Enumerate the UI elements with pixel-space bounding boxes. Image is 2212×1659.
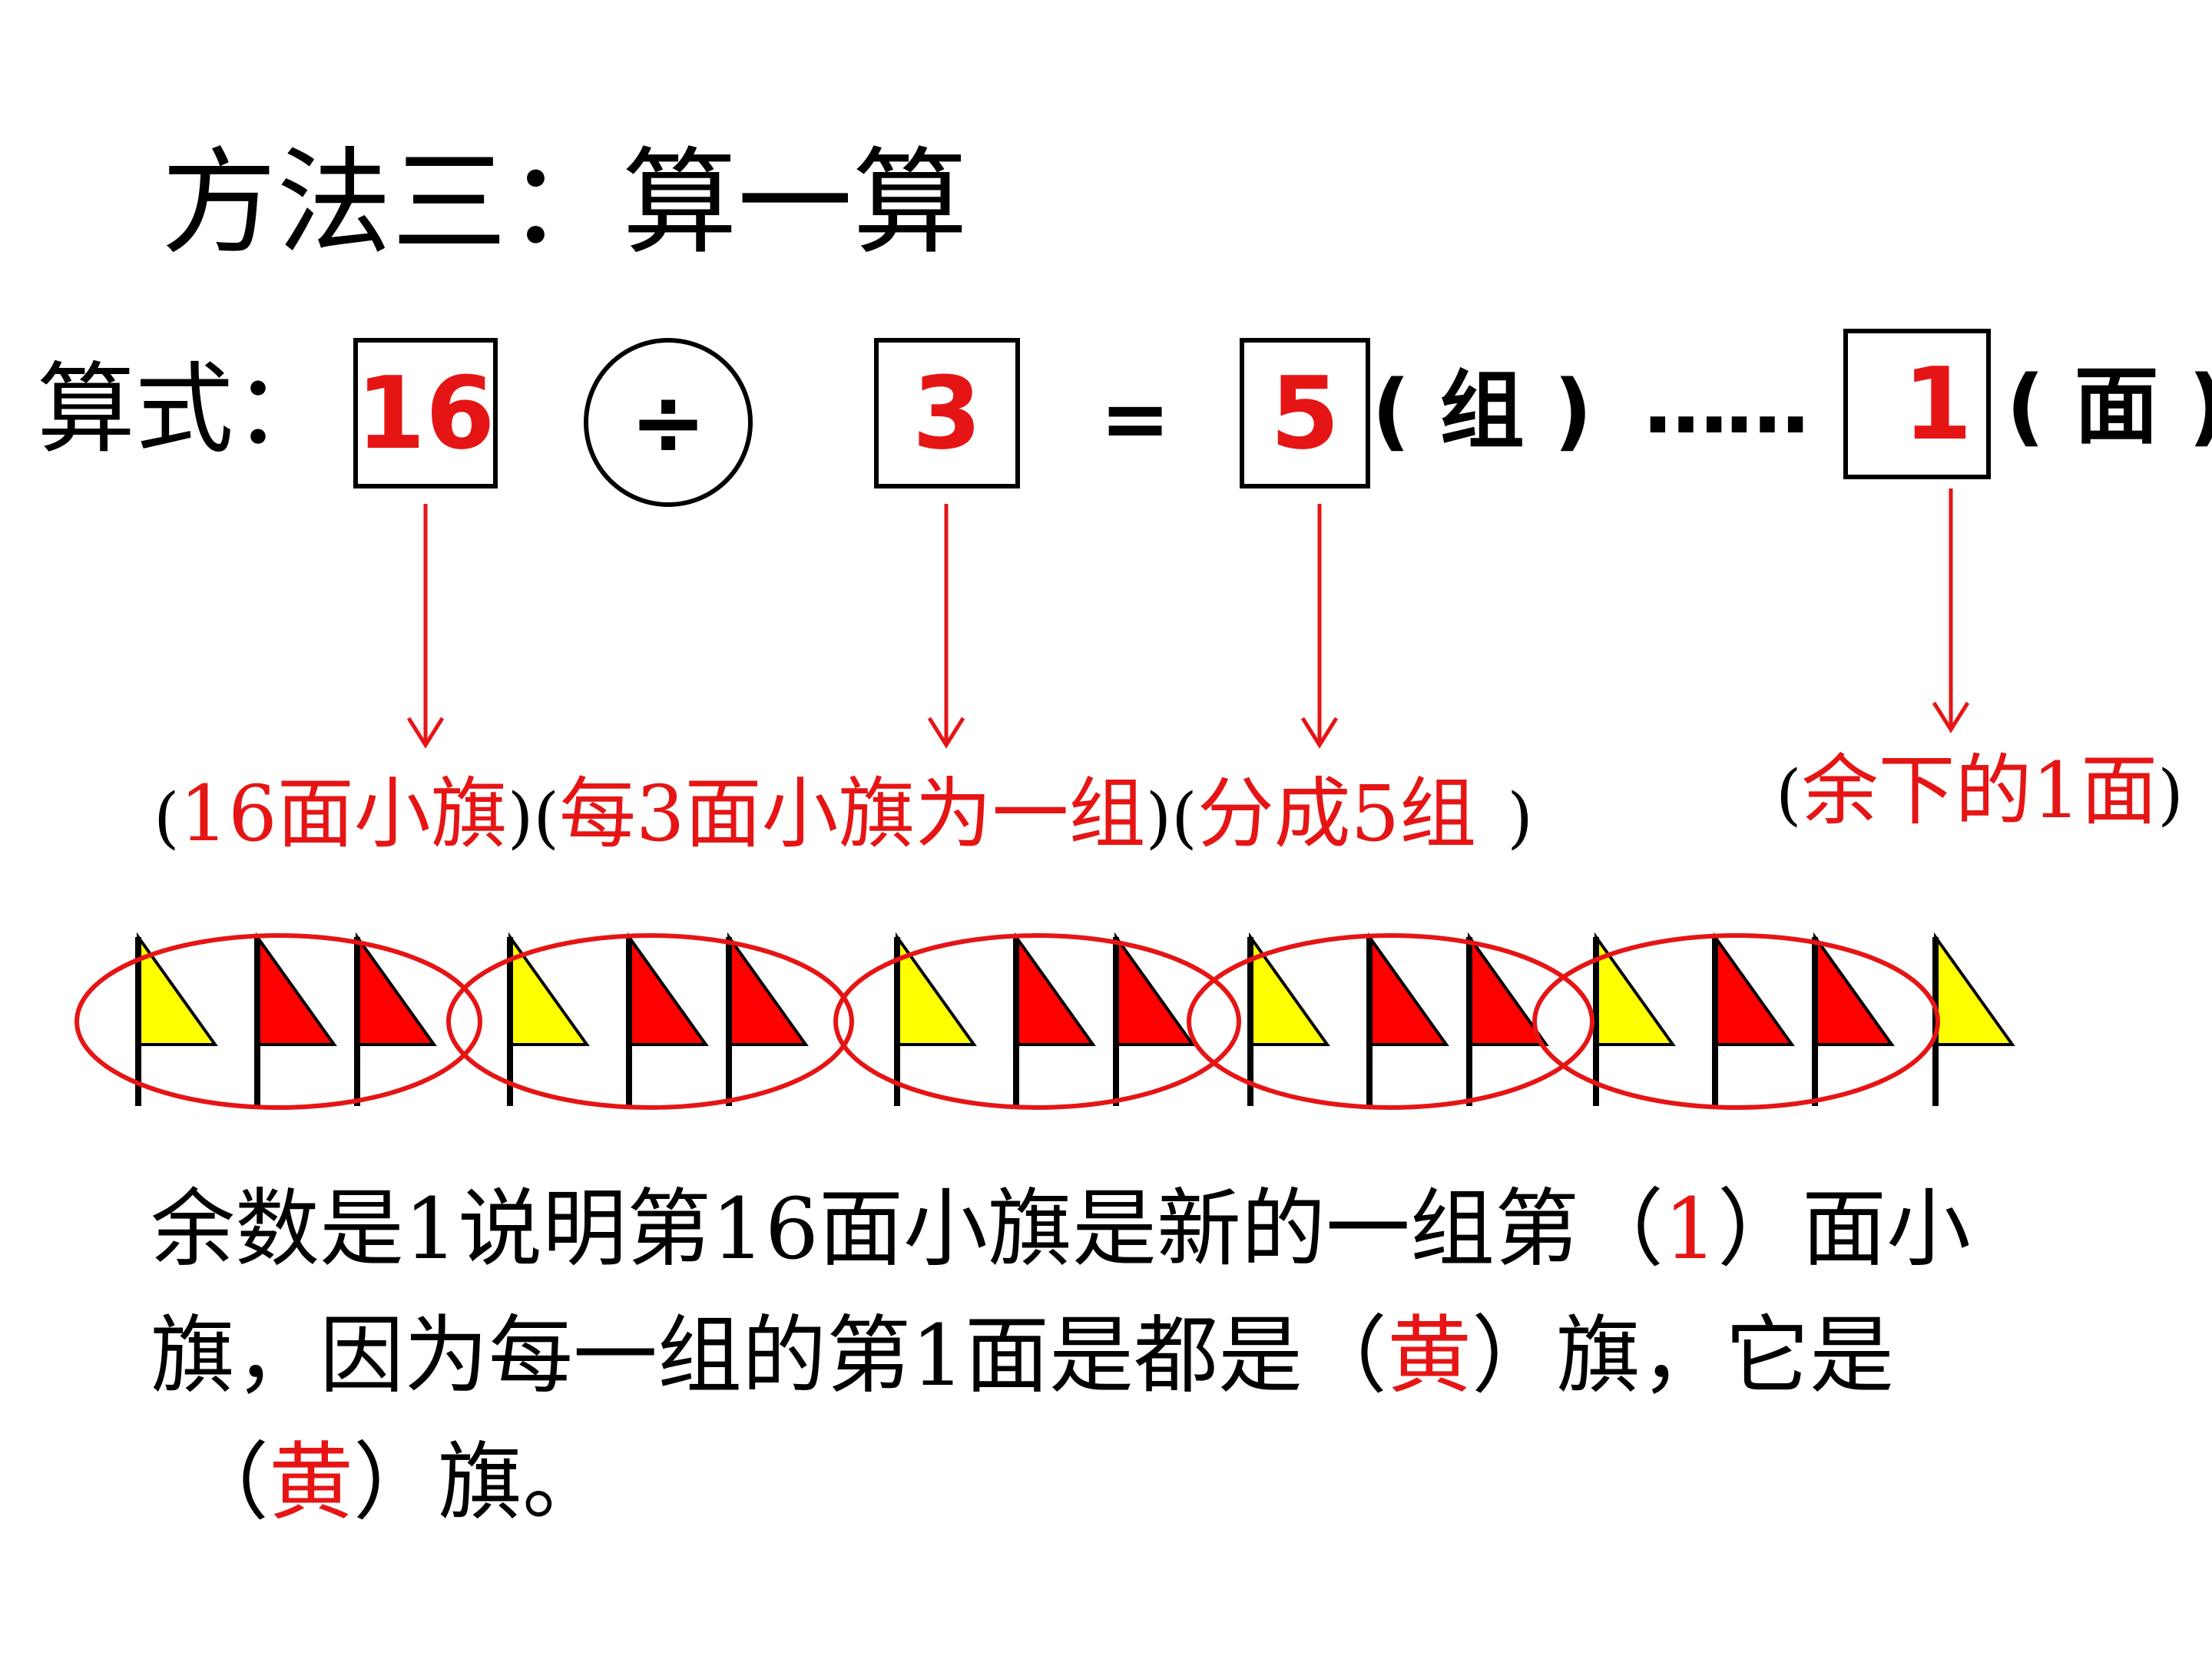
flag-red <box>354 932 437 1106</box>
group-ellipse <box>75 933 482 1110</box>
page-title: 方法三：算一算 <box>161 137 969 270</box>
dividend-box: 16 <box>353 338 498 488</box>
paren-close-3: ) <box>1507 780 1533 856</box>
flag-red <box>726 932 809 1106</box>
arrowhead-remainder <box>1932 701 1970 733</box>
paren-close-2: ) <box>1145 780 1172 856</box>
flag-yellow <box>894 932 977 1106</box>
remainder-unit: ( 面 ) <box>2006 357 2212 455</box>
flag-red <box>1812 932 1895 1106</box>
para-l3-a: （ <box>184 1433 269 1532</box>
paren-close-1: ) <box>507 780 534 856</box>
flag-yellow <box>135 932 218 1106</box>
quotient-value: 5 <box>1270 355 1340 472</box>
paragraph-line-1: 余数是1说明第16面小旗是新的一组第（1）面小 <box>151 1187 1971 1271</box>
para-l2-a: 旗，因为每一组的第1面是都是（ <box>151 1306 1387 1405</box>
paren-close-4: ) <box>2157 757 2184 833</box>
flag-red <box>1366 932 1449 1106</box>
ellipsis: …… <box>1644 354 1810 452</box>
paren-open-3: ( <box>1171 780 1197 856</box>
flag-yellow <box>507 932 590 1106</box>
flag-yellow <box>1593 932 1676 1106</box>
annotation-dividend: 16面小旗 <box>179 769 508 859</box>
divisor-value: 3 <box>912 355 982 472</box>
para-l3-answer: 黄 <box>269 1433 353 1532</box>
flag-red <box>1466 932 1549 1106</box>
arrowhead-dividend <box>406 717 445 749</box>
flag-cloth <box>628 932 709 1046</box>
group-ellipse <box>1532 933 1940 1110</box>
para-l1-answer: 1 <box>1663 1180 1717 1278</box>
dividend-value: 16 <box>356 355 495 472</box>
paragraph-line-2: 旗，因为每一组的第1面是都是（黄）旗，它是 <box>151 1313 1894 1398</box>
flag-cloth <box>1934 932 2015 1046</box>
equals-sign: = <box>1100 369 1171 468</box>
flag-red <box>1113 932 1196 1106</box>
flag-red <box>254 932 337 1106</box>
quotient-unit: ( 组 ) <box>1372 362 1593 460</box>
flag-red <box>626 932 709 1106</box>
paren-open-4: ( <box>1776 757 1802 833</box>
arrowhead-divisor <box>927 717 965 749</box>
para-l1-c: ）面小 <box>1717 1180 1971 1278</box>
annotation-quotient: 分成5组 <box>1197 769 1477 859</box>
para-l2-c: ）旗，它是 <box>1471 1306 1894 1405</box>
group-ellipse <box>446 933 854 1110</box>
divisor-box: 3 <box>874 338 1020 488</box>
quotient-box: 5 <box>1240 338 1370 488</box>
flag-red <box>1013 932 1096 1106</box>
flag-yellow <box>1247 932 1330 1106</box>
remainder-value: 1 <box>1902 346 1972 462</box>
operator-circle: ÷ <box>584 338 753 507</box>
annotation-remainder-group: (余下的1面) <box>1776 753 2184 830</box>
paren-open-2: ( <box>533 780 559 856</box>
formula-label: 算式： <box>37 353 333 467</box>
flag-cloth <box>1368 932 1449 1046</box>
annotation-remainder: 余下的1面 <box>1801 746 2158 836</box>
annotation-divisor: 每3面小旗为一组 <box>558 769 1146 859</box>
group-ellipse <box>833 933 1241 1110</box>
flag-red <box>1712 932 1795 1106</box>
group-ellipse <box>1187 933 1594 1110</box>
arrowhead-quotient <box>1300 717 1339 749</box>
para-l1-a: 余数是1说明第16面小旗是新的一组第（ <box>151 1180 1664 1278</box>
para-l3-c: ）旗。 <box>353 1433 607 1532</box>
flag-cloth <box>256 932 337 1046</box>
operator-symbol: ÷ <box>629 369 707 476</box>
annotation-row: (16面小旗)(每3面小旗为一组)(分成5组) <box>154 776 1533 853</box>
para-l2-answer: 黄 <box>1386 1306 1472 1405</box>
remainder-box: 1 <box>1843 329 1991 479</box>
flag-cloth <box>1714 932 1795 1046</box>
flag-cloth <box>1015 932 1096 1046</box>
flag-yellow <box>1932 932 2015 1106</box>
paren-open-1: ( <box>154 780 180 856</box>
paragraph-line-3: （黄）旗。 <box>184 1440 607 1525</box>
